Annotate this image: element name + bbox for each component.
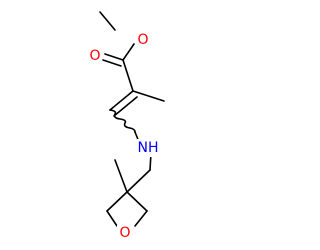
bond-oxetane-c4-c3 bbox=[106, 191, 128, 212]
bond-wavy-stereo bbox=[109, 109, 136, 133]
ring-oxygen-label: O bbox=[119, 225, 130, 241]
ester-oxygen-label: O bbox=[137, 32, 148, 48]
bond-carbonyl-c-alkene-c bbox=[122, 59, 134, 92]
bond-quaternary-c-methyl bbox=[114, 159, 128, 193]
bond-ch2-quaternary-c bbox=[126, 169, 151, 193]
bond-carbonyl-double-1 bbox=[104, 53, 124, 61]
amine-label: NH bbox=[138, 140, 159, 156]
bond-methyl-ester-o bbox=[99, 11, 116, 31]
structure-canvas: O O NH O bbox=[88, 11, 165, 241]
carbonyl-oxygen-label: O bbox=[89, 48, 100, 64]
bond-alkene-c-methyl bbox=[132, 90, 165, 102]
bond-alkene-double-1 bbox=[109, 90, 134, 111]
bond-ester-o-carbonyl-c bbox=[122, 43, 135, 61]
bond-oxetane-c2-o bbox=[134, 210, 148, 227]
bond-oxetane-c3-c2 bbox=[126, 191, 148, 212]
bond-carbonyl-double-2 bbox=[102, 59, 122, 67]
chemical-structure-diagram: O O NH O bbox=[88, 11, 165, 241]
bond-oxetane-o-c4 bbox=[106, 210, 118, 227]
bond-alkene-double-2 bbox=[113, 96, 138, 117]
